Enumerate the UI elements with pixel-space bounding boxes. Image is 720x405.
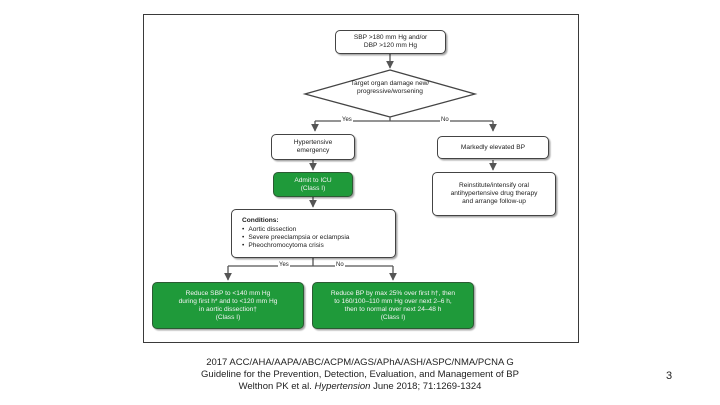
yes-label-conditions: Yes bbox=[278, 262, 290, 269]
reduce-bp-line-1: Reduce BP by max 25% over first h†, then bbox=[330, 289, 456, 297]
admit-line-2: (Class I) bbox=[300, 184, 326, 192]
elevated-label: Markedly elevated BP bbox=[460, 143, 526, 151]
reduce-sbp-line-4: (Class I) bbox=[215, 313, 241, 321]
emergency-line-2: emergency bbox=[296, 147, 330, 154]
condition-item: Pheochromocytoma crisis bbox=[242, 242, 324, 250]
reduce-sbp-box: Reduce SBP to <140 mm Hg during first h*… bbox=[152, 282, 304, 329]
no-label-conditions: No bbox=[335, 262, 345, 269]
reduce-bp-line-3: then to normal over next 24–48 h bbox=[344, 305, 442, 313]
conditions-title: Conditions: bbox=[242, 217, 279, 224]
emergency-line-1: Hypertensive bbox=[293, 139, 333, 146]
reinstitute-line-2: antihypertensive drug therapy bbox=[450, 190, 538, 197]
admit-line-1: Admit to ICU bbox=[294, 176, 332, 184]
hypertensive-emergency-box: Hypertensive emergency bbox=[271, 134, 355, 160]
citation-line-1: 2017 ACC/AHA/AAPA/ABC/ACPM/AGS/APhA/ASH/… bbox=[206, 357, 514, 368]
citation: 2017 ACC/AHA/AAPA/ABC/ACPM/AGS/APhA/ASH/… bbox=[200, 357, 520, 393]
start-box: SBP >180 mm Hg and/or DBP >120 mm Hg bbox=[335, 30, 446, 54]
reduce-sbp-line-1: Reduce SBP to <140 mm Hg bbox=[185, 289, 271, 297]
decision-text: Target organ damage new/ progressive/wor… bbox=[330, 80, 450, 96]
reduce-bp-box: Reduce BP by max 25% over first h†, then… bbox=[312, 282, 474, 329]
markedly-elevated-box: Markedly elevated BP bbox=[437, 136, 549, 159]
reduce-bp-line-2: to 160/100–110 mm Hg over next 2–6 h, bbox=[334, 297, 452, 305]
start-line-1: SBP >180 mm Hg and/or bbox=[353, 34, 428, 41]
admit-icu-box: Admit to ICU (Class I) bbox=[273, 172, 353, 197]
yes-label: Yes bbox=[341, 117, 353, 124]
reinstitute-box: Reinstitute/intensify oral antihypertens… bbox=[432, 172, 556, 216]
condition-item: Severe preeclampsia or eclampsia bbox=[242, 234, 349, 242]
citation-journal: Hypertension bbox=[314, 381, 371, 392]
decision-line-2: progressive/worsening bbox=[357, 88, 423, 95]
reinstitute-line-3: and arrange follow-up bbox=[462, 198, 526, 205]
reduce-sbp-line-3: in aortic dissection† bbox=[199, 305, 257, 313]
citation-line-3: Welthon PK et al. Hypertension June 2018… bbox=[200, 381, 520, 393]
citation-line-2: Guideline for the Prevention, Detection,… bbox=[201, 369, 519, 380]
condition-item: Aortic dissection bbox=[242, 226, 296, 234]
citation-details: June 2018; 71:1269-1324 bbox=[370, 381, 482, 392]
start-line-2: DBP >120 mm Hg bbox=[363, 42, 418, 49]
reduce-bp-line-4: (Class I) bbox=[380, 313, 406, 321]
decision-line-1: Target organ damage new/ bbox=[350, 80, 430, 87]
reinstitute-line-1: Reinstitute/intensify oral bbox=[458, 182, 529, 189]
citation-authors: Welthon PK et al. bbox=[238, 381, 315, 392]
slide-number: 3 bbox=[666, 370, 673, 382]
no-label: No bbox=[440, 117, 450, 124]
conditions-box: Conditions: Aortic dissection Severe pre… bbox=[231, 209, 396, 258]
reduce-sbp-line-2: during first h* and to <120 mm Hg bbox=[178, 297, 278, 305]
